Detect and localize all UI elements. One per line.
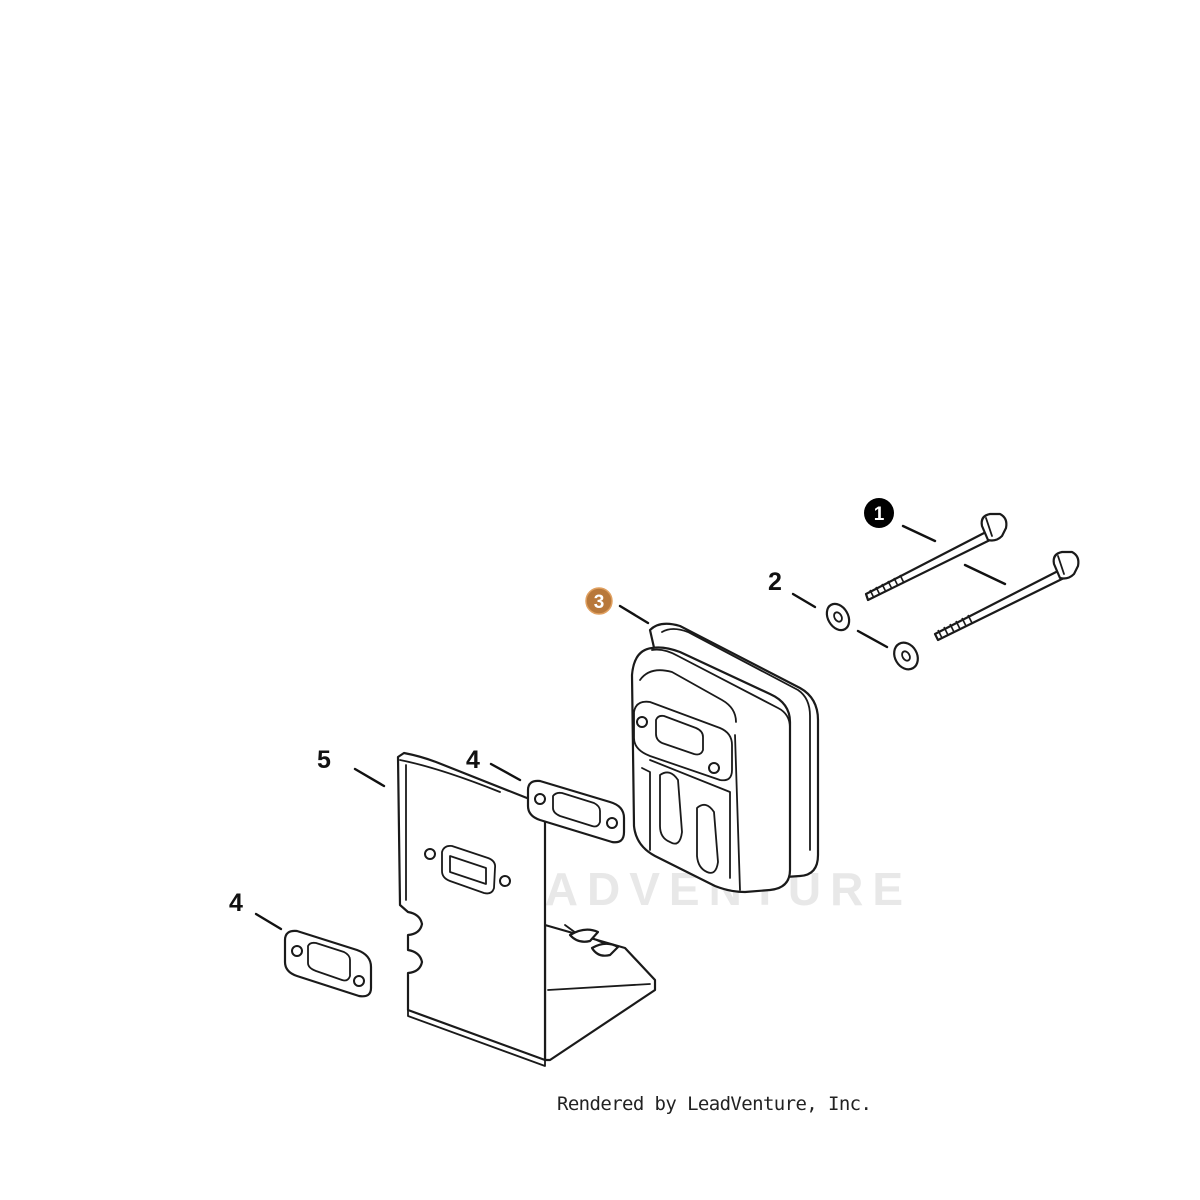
leader-line-4-upper bbox=[489, 762, 522, 782]
gasket-lower-part[interactable] bbox=[283, 929, 373, 998]
svg-text:1: 1 bbox=[874, 504, 885, 525]
leader-line-3 bbox=[618, 604, 650, 625]
washer-lower-part[interactable] bbox=[889, 638, 922, 673]
svg-text:4: 4 bbox=[229, 889, 243, 917]
washer-upper-part[interactable] bbox=[822, 600, 853, 634]
leader-line-4-lower bbox=[254, 912, 283, 931]
callout-4-upper[interactable]: 4 bbox=[466, 746, 480, 774]
bolt-lower-part[interactable] bbox=[933, 550, 1080, 642]
heat-shield-part[interactable] bbox=[396, 751, 657, 1067]
leader-line-5 bbox=[353, 767, 386, 788]
bolt-upper-part[interactable] bbox=[864, 512, 1008, 602]
leader-line-2b bbox=[856, 629, 889, 649]
gasket-upper-part[interactable] bbox=[526, 779, 626, 844]
svg-text:4: 4 bbox=[466, 746, 480, 774]
muffler-part[interactable] bbox=[630, 622, 820, 894]
render-credit: Rendered by LeadVenture, Inc. bbox=[557, 1093, 872, 1115]
svg-text:3: 3 bbox=[594, 592, 605, 613]
leader-line-2 bbox=[791, 592, 817, 609]
callout-5[interactable]: 5 bbox=[317, 746, 331, 774]
svg-text:5: 5 bbox=[317, 746, 331, 774]
callout-1[interactable]: 1 bbox=[864, 498, 894, 528]
leader-line-1b bbox=[963, 563, 1007, 586]
callout-3[interactable]: 3 bbox=[585, 587, 613, 615]
svg-text:2: 2 bbox=[768, 568, 782, 596]
callout-2[interactable]: 2 bbox=[768, 568, 782, 596]
leader-line-1 bbox=[901, 524, 937, 543]
callout-4-lower[interactable]: 4 bbox=[229, 889, 243, 917]
